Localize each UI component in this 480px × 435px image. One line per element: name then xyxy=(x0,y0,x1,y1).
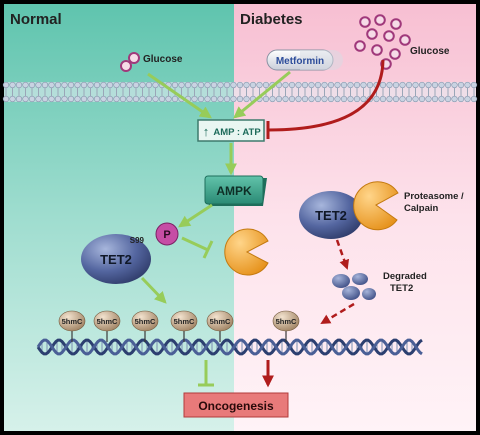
inhibit-bar-pacman xyxy=(202,240,214,259)
normal-panel xyxy=(4,4,234,431)
cell-membrane xyxy=(2,81,478,103)
arrow-tet2-to-dna xyxy=(140,276,167,304)
proteasome-left xyxy=(224,228,269,276)
phospho-label: P xyxy=(163,229,170,241)
amp-atp-label: AMP : ATP xyxy=(213,127,261,138)
glucose-cluster-right xyxy=(354,14,411,70)
hmc-label: 5hmC xyxy=(97,317,118,326)
amp-atp-box xyxy=(197,119,265,142)
glucose-molecule-left xyxy=(120,52,140,72)
normal-title: Normal xyxy=(10,11,62,28)
hmc-mark: 5hmC xyxy=(206,310,234,342)
degraded-label-2: TET2 xyxy=(390,283,413,294)
hmc-mark: 5hmC xyxy=(93,310,121,342)
arrow-tet2-to-degraded xyxy=(335,239,350,270)
inhibit-p-to-pacman xyxy=(181,236,209,252)
degraded-tet2-fragments xyxy=(332,273,376,300)
tet2-left-label: TET2 xyxy=(100,252,132,267)
oncogenesis-label: Oncogenesis xyxy=(198,399,274,413)
tet2-right xyxy=(299,191,363,239)
inhibit-glucose-to-ampatp xyxy=(267,59,385,132)
proteasome-label-2: Calpain xyxy=(404,203,439,214)
hmc-mark: 5hmC xyxy=(131,310,159,342)
ampk-box xyxy=(204,175,267,206)
hmc-mark: 5hmC xyxy=(272,310,300,342)
hmc-label: 5hmC xyxy=(174,317,195,326)
glucose-label-right: Glucose xyxy=(410,46,450,57)
arrow-degraded-to-dna xyxy=(320,302,355,325)
arrow-metformin-to-ampatp xyxy=(233,70,291,119)
glucose-label-left: Glucose xyxy=(143,54,183,65)
oncogenesis-box xyxy=(183,392,289,418)
phospho-circle xyxy=(155,222,179,246)
amp-atp-arrow: ↑ xyxy=(203,124,210,139)
proteasome-label-1: Proteasome / xyxy=(404,191,464,202)
hmc-label: 5hmC xyxy=(276,317,297,326)
tet2-right-label: TET2 xyxy=(315,208,347,223)
arrow-ampk-to-p xyxy=(177,203,213,228)
arrow-glucose-to-ampatp xyxy=(147,72,212,119)
ampk-label: AMPK xyxy=(216,184,252,198)
s99-label: S99 xyxy=(130,236,145,245)
hmc-label: 5hmC xyxy=(210,317,231,326)
diabetes-title: Diabetes xyxy=(240,11,303,28)
degraded-label-1: Degraded xyxy=(383,271,427,282)
dna-helix xyxy=(36,338,423,356)
metformin-pill xyxy=(266,49,343,71)
hmc-mark: 5hmC xyxy=(58,310,86,342)
proteasome-right xyxy=(353,181,399,231)
metformin-label: Metformin xyxy=(276,56,324,67)
hmc-label: 5hmC xyxy=(135,317,156,326)
hmc-mark: 5hmC xyxy=(170,310,198,342)
hmc-marks: 5hmC 5hmC 5hmC 5hmC 5hmC 5hmC xyxy=(58,310,300,342)
tet2-left xyxy=(81,234,151,284)
hmc-label: 5hmC xyxy=(62,317,83,326)
